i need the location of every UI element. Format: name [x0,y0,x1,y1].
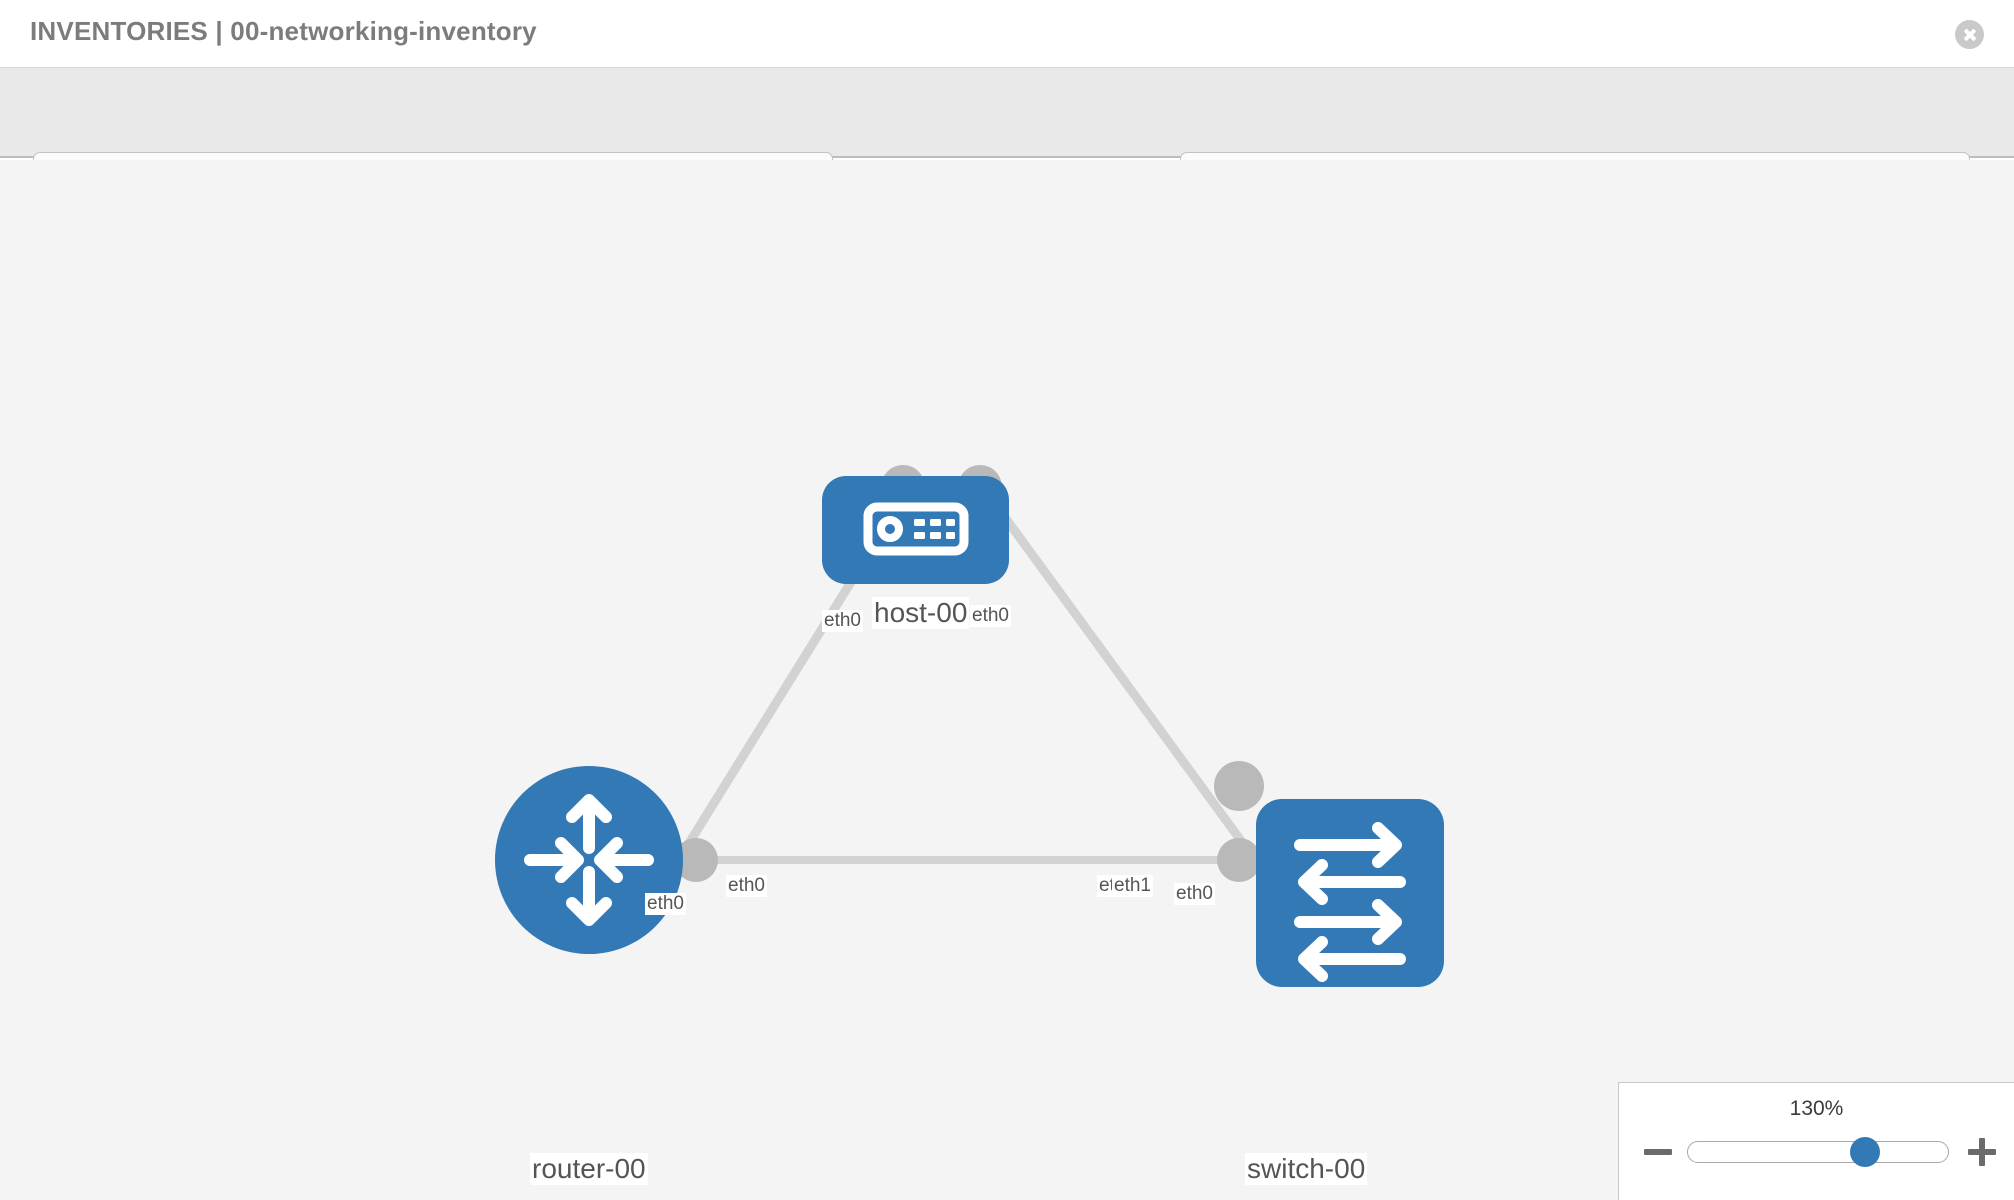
port-router-right [674,838,718,882]
node-label-switch: switch-00 [1245,1153,1368,1186]
topology-canvas[interactable]: eth0 eth0 eth0 eth0 eth0 eth0 eth1 host-… [0,160,2014,1200]
iface-label: eth0 [970,605,1011,627]
server-appliance-icon [863,502,969,556]
zoom-level-label: 130% [1789,1097,1844,1120]
node-router-00 [495,766,683,954]
zoom-slider-thumb[interactable] [1849,1137,1880,1167]
iface-label: eth0 [645,893,686,915]
node-label-host: host-00 [872,597,970,630]
plus-icon[interactable] [1965,1135,1999,1169]
node-label-router: router-00 [530,1153,648,1186]
node-switch-00 [1256,799,1444,987]
iface-label: eth1 [1112,875,1153,897]
zoom-slider-row [1619,1135,2014,1175]
close-icon[interactable] [1955,20,1984,49]
node-host-00 [822,476,1009,584]
port-switch-top [1214,761,1264,811]
iface-label: eth0 [1174,883,1215,905]
toolbar: ACTIONS SEARCH [0,68,2014,209]
iface-label: eth0 [726,875,767,897]
link-host-switch [980,485,1260,865]
page-title: INVENTORIES | 00-networking-inventory [30,16,537,46]
minus-icon[interactable] [1641,1135,1675,1169]
topology-graph [495,465,1444,987]
port-switch-left [1217,838,1261,882]
page-header: INVENTORIES | 00-networking-inventory [0,0,2014,68]
router-arrows-icon [524,794,654,926]
iface-label: eth0 [822,610,863,632]
zoom-slider[interactable] [1687,1137,1949,1167]
zoom-control-panel: 130% [1618,1082,2014,1200]
switch-arrows-icon [1294,822,1406,982]
